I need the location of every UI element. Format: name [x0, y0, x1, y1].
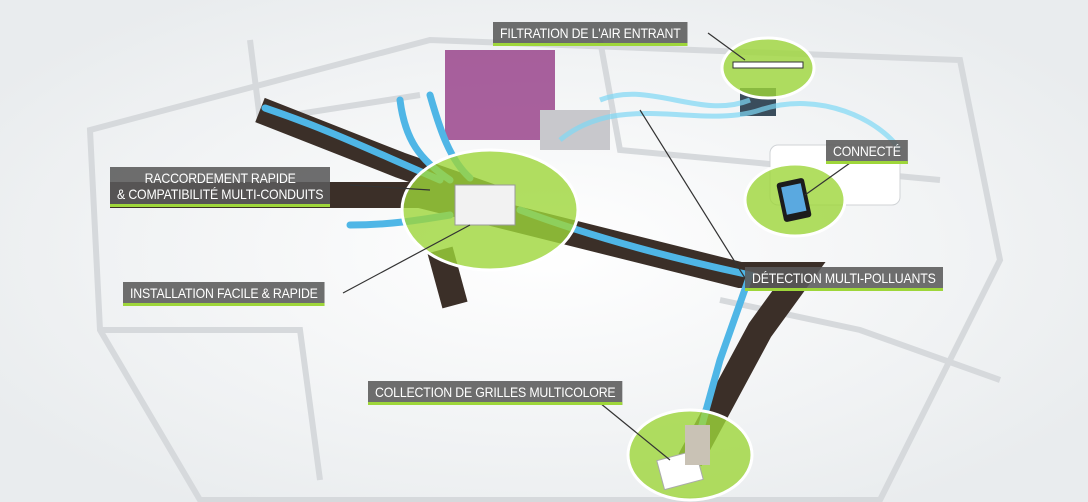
- label-raccordement-line1: RACCORDEMENT RAPIDE: [144, 170, 296, 186]
- leader-lines: [342, 32, 851, 461]
- label-installation: INSTALLATION FACILE & RAPIDE: [123, 282, 325, 306]
- label-raccordement-line2: & COMPATIBILITÉ MULTI-CONDUITS: [117, 186, 324, 202]
- label-raccordement: RACCORDEMENT RAPIDE & COMPATIBILITÉ MULT…: [110, 167, 331, 207]
- kitchen-cabinets: [445, 50, 555, 140]
- label-collection: COLLECTION DE GRILLES MULTICOLORE: [368, 381, 623, 405]
- tablet-screen: [781, 183, 807, 215]
- filter: [732, 61, 804, 69]
- ventilation-unit: [454, 184, 516, 226]
- duct-outlet: [685, 425, 710, 465]
- label-filtration: FILTRATION DE L'AIR ENTRANT: [493, 22, 688, 46]
- label-detection: DÉTECTION MULTI-POLLUANTS: [745, 267, 943, 291]
- label-connecte: CONNECTÉ: [826, 140, 908, 164]
- airflow-streams: [558, 91, 903, 152]
